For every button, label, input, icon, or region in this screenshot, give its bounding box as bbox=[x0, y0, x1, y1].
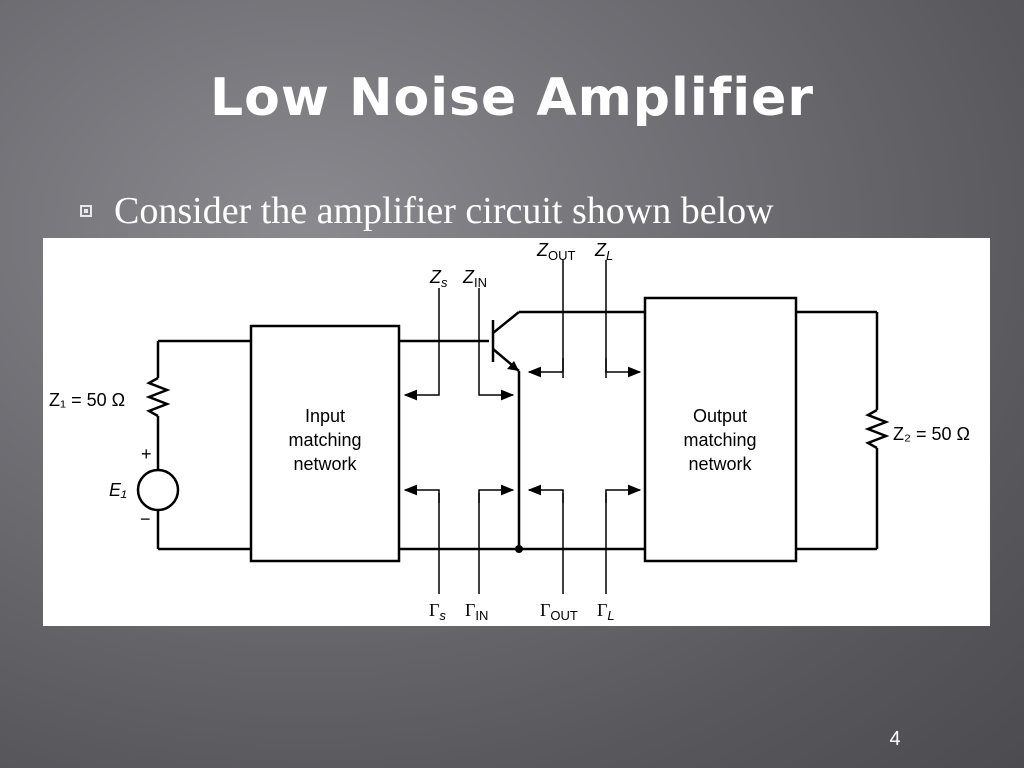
slide-title: Low Noise Amplifier bbox=[209, 68, 815, 128]
input-network-box bbox=[249, 324, 401, 563]
circuit-diagram: Input matching network Output matching n… bbox=[43, 238, 990, 626]
arrow-zin bbox=[478, 378, 515, 401]
output-network-line-2: matching bbox=[683, 430, 756, 450]
voltage-source-e1 bbox=[136, 468, 180, 512]
input-network-line-2: matching bbox=[288, 430, 361, 450]
arrow-gin bbox=[478, 484, 515, 503]
resistor-z1 bbox=[145, 376, 171, 418]
output-network-line-1: Output bbox=[693, 406, 747, 426]
arrow-gl bbox=[605, 484, 642, 503]
zl-label: ZL bbox=[594, 240, 613, 263]
arrow-zout bbox=[527, 358, 564, 378]
junction-dot bbox=[515, 545, 523, 553]
square-bullet-icon bbox=[80, 205, 92, 217]
input-network-line-3: network bbox=[293, 454, 357, 474]
load-impedance-label: Z₂ = 50 Ω bbox=[893, 424, 970, 444]
zin-label: ZIN bbox=[462, 267, 487, 290]
transistor-collector bbox=[492, 311, 520, 334]
source-voltage-label: E₁ bbox=[109, 480, 127, 500]
resistor-z2 bbox=[864, 408, 890, 450]
gamma-out-label: ΓOUT bbox=[540, 600, 578, 623]
input-network-line-1: Input bbox=[305, 406, 345, 426]
arrow-gs bbox=[403, 484, 440, 503]
arrow-gout bbox=[527, 484, 564, 503]
emitter-arrow-icon bbox=[507, 361, 519, 371]
zs-label: Zs bbox=[429, 267, 448, 290]
arrow-zs bbox=[403, 378, 440, 401]
source-minus-sign: − bbox=[140, 509, 151, 529]
output-network-line-3: network bbox=[688, 454, 752, 474]
gamma-s-label: Γs bbox=[429, 600, 446, 623]
gamma-in-label: ΓIN bbox=[465, 600, 488, 623]
bullet-text: Consider the amplifier circuit shown bel… bbox=[114, 190, 774, 232]
gamma-l-label: ΓL bbox=[597, 600, 615, 623]
source-impedance-label: Z₁ = 50 Ω bbox=[49, 390, 125, 410]
zout-label: ZOUT bbox=[536, 240, 576, 263]
circuit-svg: Input matching network Output matching n… bbox=[49, 240, 970, 623]
arrow-zl bbox=[605, 358, 642, 378]
bullet-item: Consider the amplifier circuit shown bel… bbox=[80, 186, 774, 236]
page-number: 4 bbox=[889, 728, 901, 750]
source-plus-sign: + bbox=[141, 444, 152, 464]
output-network-box bbox=[643, 296, 798, 563]
